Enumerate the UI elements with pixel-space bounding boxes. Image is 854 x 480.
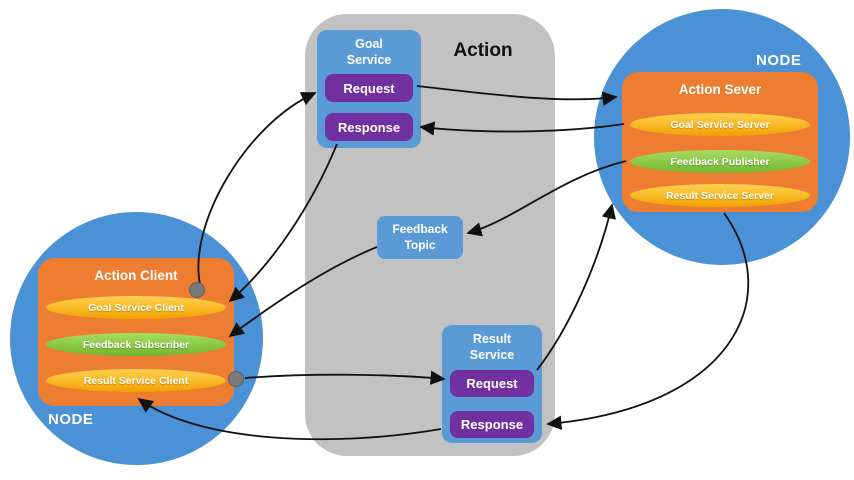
server-node-label: NODE [756,52,802,69]
goal-service-title: Goal Service [346,37,392,67]
goal-service-client-pill: Goal Service Client [46,296,226,319]
action-server-title: Action Sever [678,82,762,97]
result-service-client-pill: Result Service Client [46,369,226,392]
goal-response-button: Response [325,113,413,141]
action-server-box: Action Sever Goal Service Server Feedbac… [622,72,818,212]
result-request-button: Request [450,370,534,397]
action-group-title: Action [453,40,513,61]
result-service-box: Result Service Request Response [442,325,542,443]
feedback-topic-box: Feedback Topic [377,216,463,259]
result-service-server-pill: Result Service Server [630,184,810,207]
feedback-publisher-pill: Feedback Publisher [630,150,810,173]
feedback-subscriber-pill: Feedback Subscriber [46,333,226,356]
client-node-label: NODE [48,411,94,428]
goal-client-connector-dot [189,282,205,298]
goal-service-server-pill: Goal Service Server [630,113,810,136]
action-client-title: Action Client [94,268,178,283]
action-client-box: Action Client Goal Service Client Feedba… [38,258,234,406]
result-response-button: Response [450,411,534,438]
result-client-connector-dot [228,371,244,387]
goal-request-button: Request [325,74,413,102]
result-service-title: Result Service [469,332,515,362]
goal-service-box: Goal Service Request Response [317,30,421,148]
